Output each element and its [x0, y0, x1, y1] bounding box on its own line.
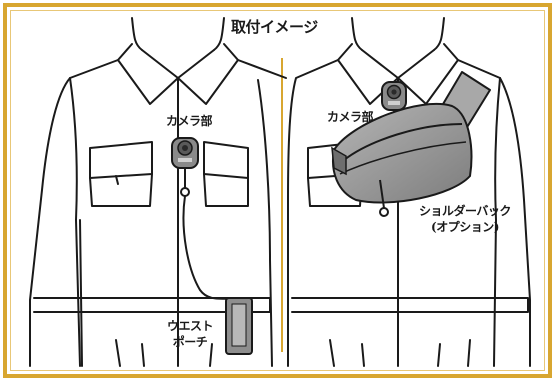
waist-pouch-label-line2: ポーチ	[172, 335, 208, 349]
shoulder-bag-label-line1: ショルダーバック	[419, 204, 511, 218]
right-camera-device	[381, 81, 407, 125]
gold-border	[3, 3, 552, 378]
shoulder-bag	[331, 102, 473, 217]
diagram-title: 取付イメージ	[231, 18, 318, 36]
left-camera-label: カメラ部	[166, 114, 213, 128]
waist-pouch	[225, 297, 253, 355]
shoulder-bag-label: ショルダーバック (オプション)	[419, 203, 511, 235]
shoulder-bag-label-line2: (オプション)	[431, 220, 499, 234]
left-camera-device	[171, 137, 199, 197]
inner-border	[10, 10, 545, 371]
waist-pouch-label: ウエスト ポーチ	[167, 318, 214, 350]
left-worker-figure	[29, 17, 287, 367]
right-camera-label: カメラ部	[327, 110, 374, 124]
waist-pouch-label-line1: ウエスト	[167, 319, 214, 333]
camera-cable	[182, 195, 237, 301]
